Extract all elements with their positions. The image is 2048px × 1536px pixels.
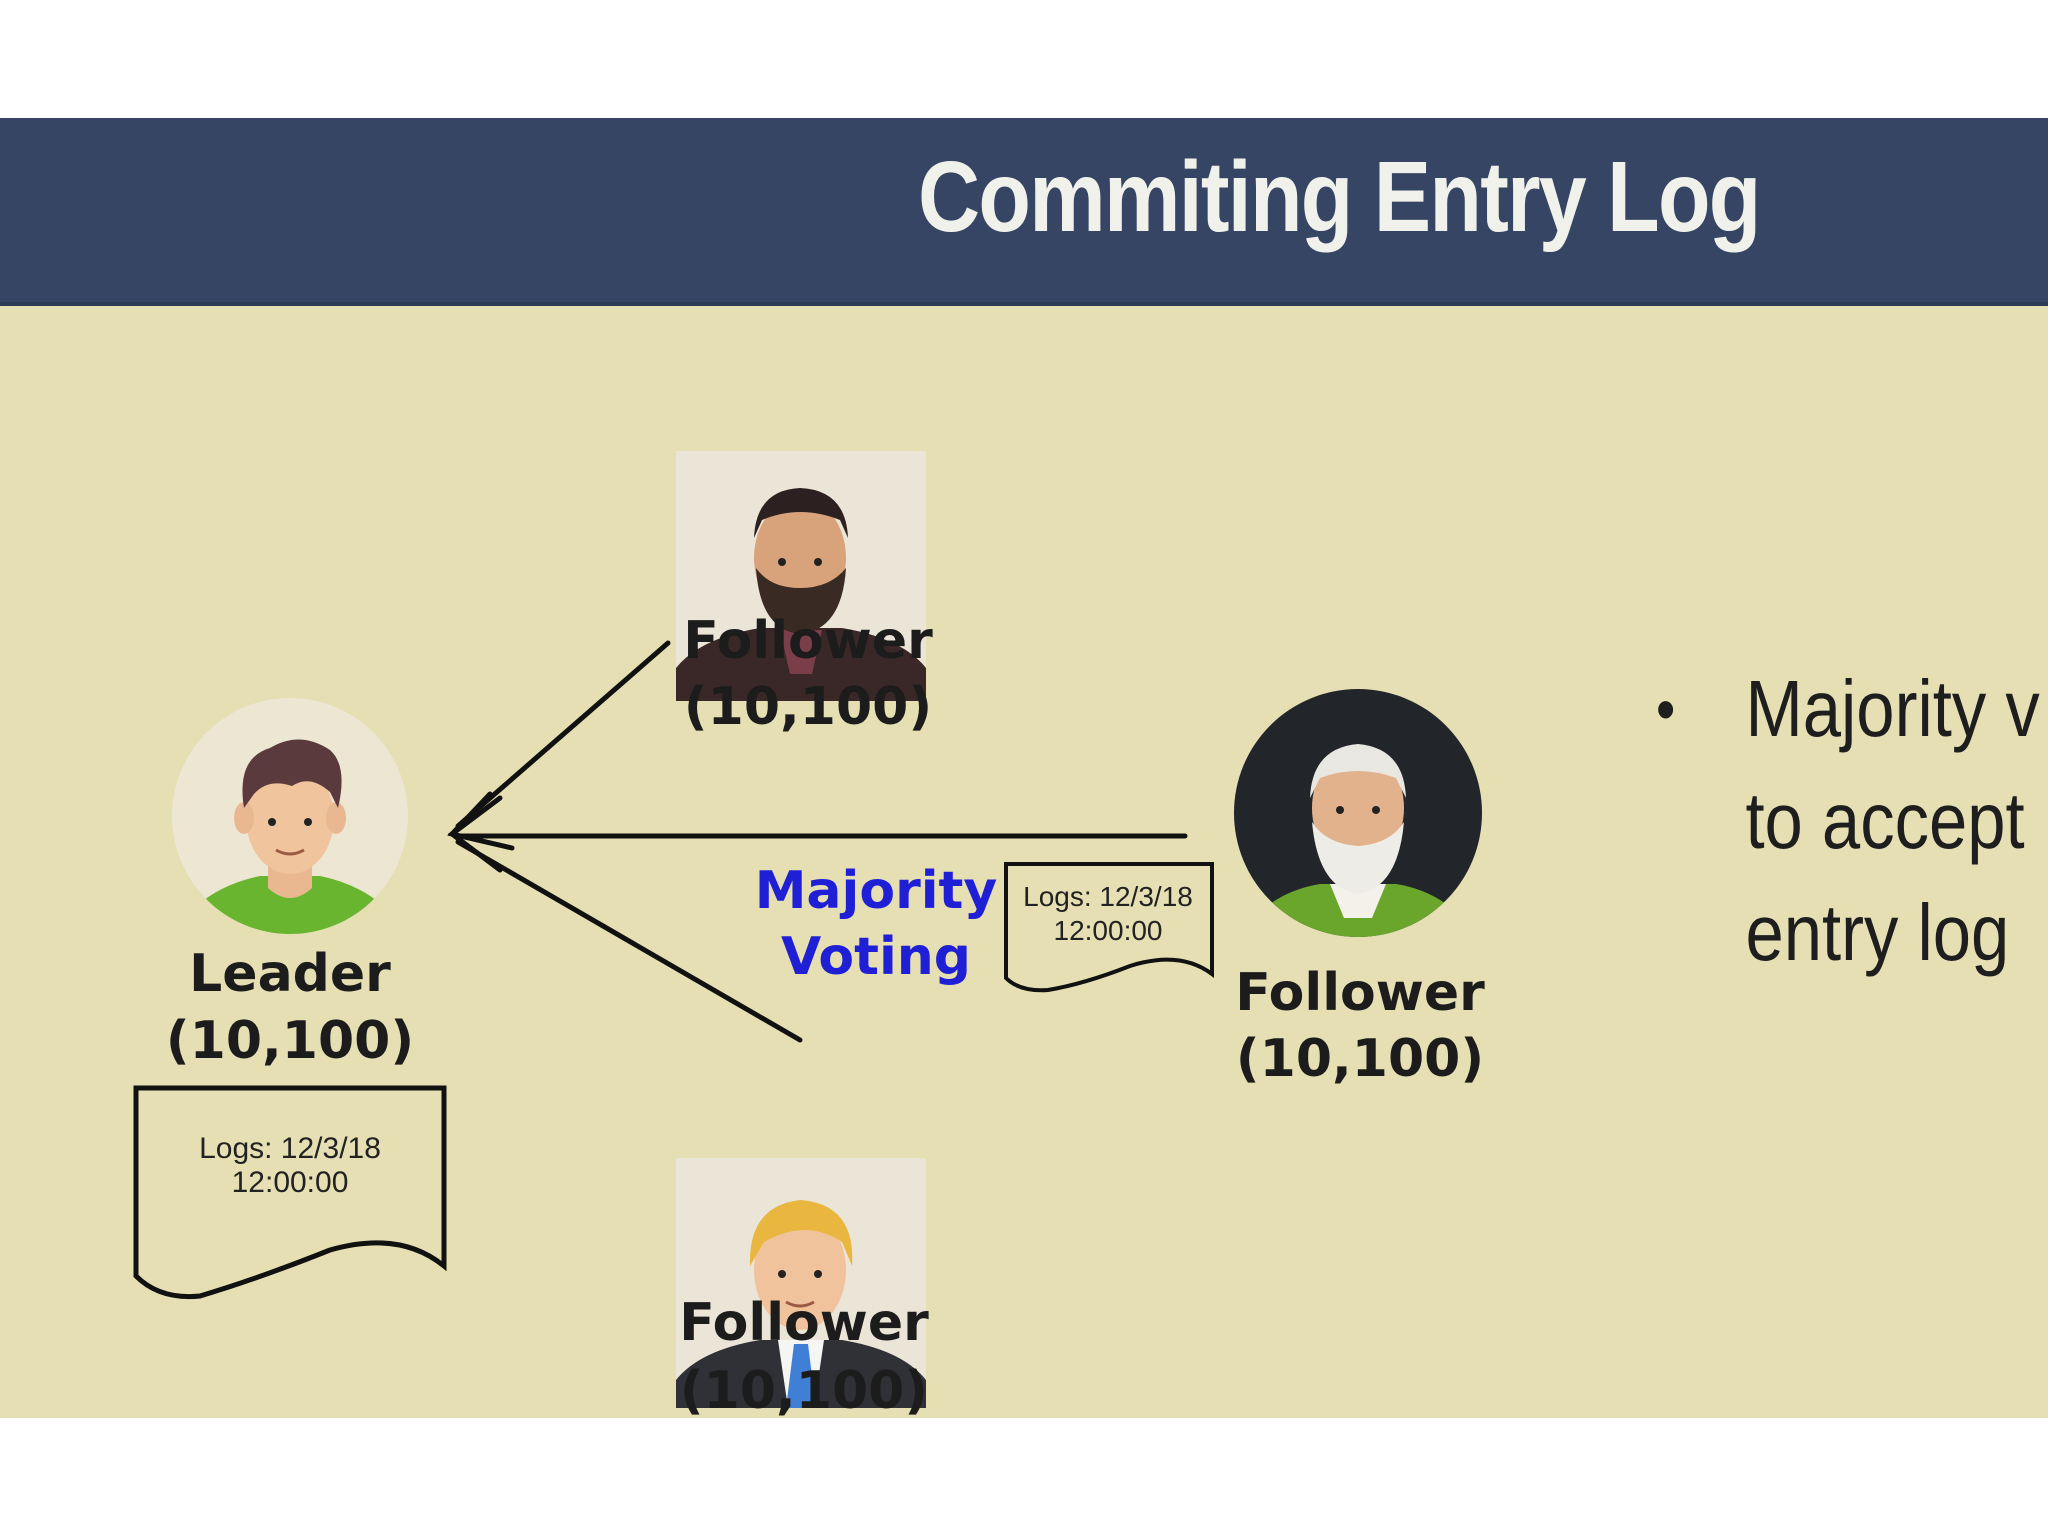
majority-voting-line1: Majority (755, 861, 998, 921)
follower-right-log-line1: Logs: 12/3/18 (1023, 881, 1193, 912)
follower-bottom-avatar (676, 1158, 926, 1408)
follower-right-log-line2: 12:00:00 (1054, 915, 1163, 946)
follower-top-avatar (676, 451, 926, 701)
follower-top-value: (10,100) (684, 677, 932, 737)
leader-log-document: Logs: 12/3/18 12:00:00 (133, 1085, 447, 1300)
majority-voting-line2: Voting (781, 927, 971, 987)
follower-bottom-value: (10,100) (680, 1361, 928, 1418)
follower-top-role: Follower (683, 611, 933, 671)
follower-right-log-document: Logs: 12/3/18 12:00:00 (1004, 862, 1214, 993)
arrow-from-bottom-follower (455, 839, 803, 1043)
leader-avatar (172, 698, 408, 934)
leader-log-line1: Logs: 12/3/18 (199, 1132, 381, 1165)
leader-role: Leader (189, 944, 391, 1004)
raft-diagram: Follower (10,100) Leader (10,100) Follow… (133, 451, 1485, 1418)
slide: Commiting Entry Log (0, 118, 2048, 1418)
slide-title: Commiting Entry Log (918, 141, 1761, 253)
follower-right-role: Follower (1235, 963, 1485, 1023)
vote-arrows (447, 640, 1188, 1043)
follower-bottom-role: Follower (679, 1293, 929, 1353)
follower-right-value: (10,100) (1236, 1029, 1484, 1089)
bullet-line-2: to accept (1745, 776, 2025, 865)
follower-right-avatar (1234, 689, 1482, 937)
arrowhead-icon (447, 791, 515, 851)
slide-header: Commiting Entry Log (0, 118, 2048, 306)
bullet-line-3: entry log (1745, 888, 2010, 977)
bullet-marker: • (1656, 673, 1676, 745)
leader-value: (10,100) (166, 1011, 414, 1071)
arrow-from-top-follower (455, 640, 671, 829)
leader-log-line2: 12:00:00 (232, 1166, 349, 1199)
bullet-line-1: Majority v (1745, 664, 2040, 753)
